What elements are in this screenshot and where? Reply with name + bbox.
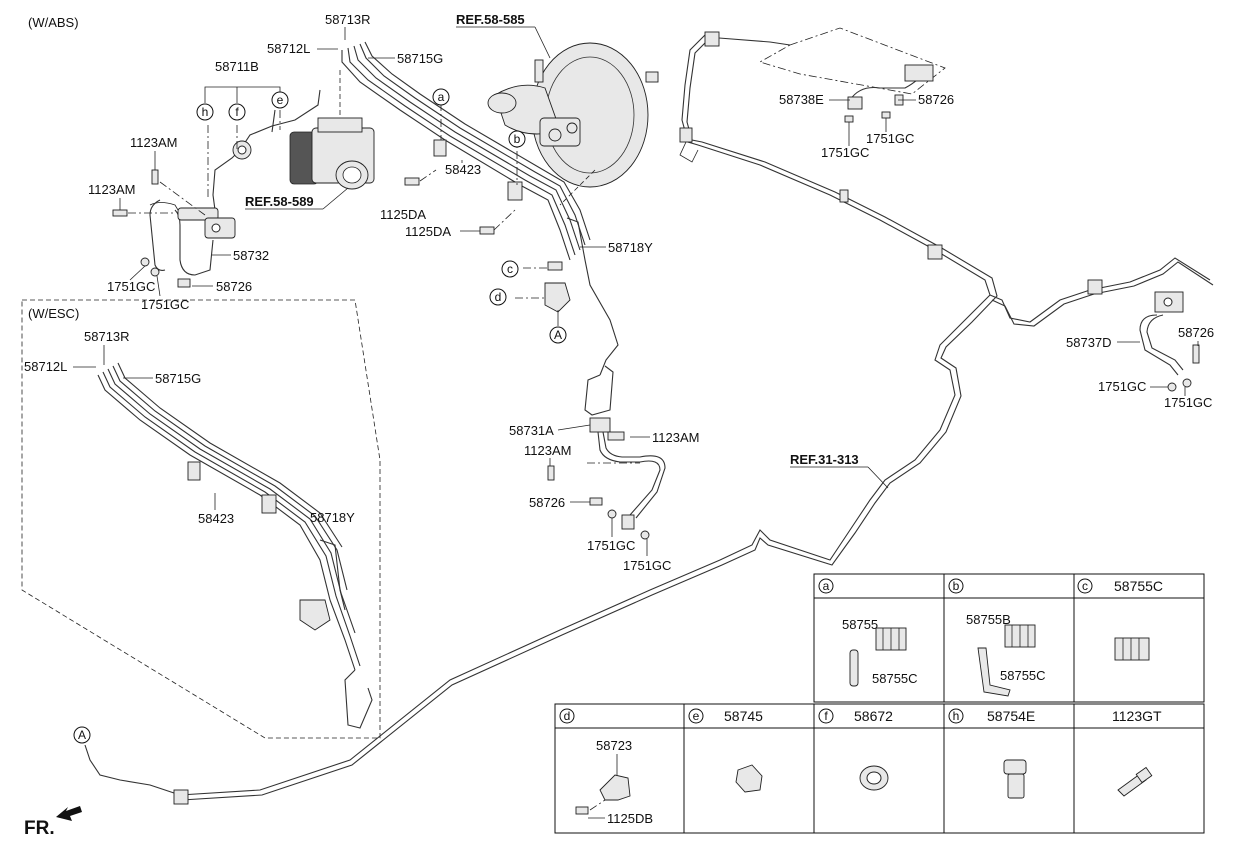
esc-label-58718Y: 58718Y xyxy=(310,510,355,525)
label-1751GC-left2: 1751GC xyxy=(141,297,189,312)
esc-label-58715G: 58715G xyxy=(155,371,201,386)
legend-d-letter: d xyxy=(564,709,571,723)
label-58726-upper-right: 58726 xyxy=(918,92,954,107)
label-1125DA-2: 1125DA xyxy=(405,224,451,239)
esc-panel-border xyxy=(21,299,381,739)
label-1123AM-fr2: 1123AM xyxy=(524,443,571,458)
label-58738E: 58738E xyxy=(779,92,824,107)
label-1123AM-top: 1123AM xyxy=(130,135,177,150)
marker-e: e xyxy=(277,93,284,107)
callout-labels: 58713R 58712L 58715G 58711B 1123AM 1123A… xyxy=(24,12,1214,573)
front-left-hose xyxy=(112,89,321,288)
legend-h-letter: h xyxy=(953,709,960,723)
legend-c-part: 58755C xyxy=(1114,578,1163,594)
ref-58-589: REF.58-589 xyxy=(245,194,314,209)
marker-c: c xyxy=(507,262,513,276)
front-direction-label: FR. xyxy=(24,818,55,839)
label-58731A: 58731A xyxy=(509,423,554,438)
label-1123AM-fr1: 1123AM xyxy=(652,430,699,445)
legend-b-part2: 58755C xyxy=(1000,668,1046,683)
marker-b: b xyxy=(514,132,521,146)
legend-g-part: 1123GT xyxy=(1112,708,1162,724)
parts-legend-table: a b c 58755C 58755 58755C 58755B 58755C … xyxy=(554,573,1205,834)
esc-lines xyxy=(97,362,373,729)
legend-f-part: 58672 xyxy=(854,708,893,724)
label-58715G: 58715G xyxy=(397,51,443,66)
esc-label: (W/ESC) xyxy=(28,306,79,321)
marker-a: a xyxy=(438,90,445,104)
label-1751GC-r1: 1751GC xyxy=(1098,379,1146,394)
label-1751GC-ur1: 1751GC xyxy=(866,131,914,146)
legend-h-part: 58754E xyxy=(987,708,1035,724)
front-right-hose xyxy=(547,417,666,540)
ref-58-585: REF.58-585 xyxy=(456,12,525,27)
label-1751GC-fr1: 1751GC xyxy=(587,538,635,553)
legend-d-part1: 58723 xyxy=(596,738,632,753)
label-58712L: 58712L xyxy=(267,41,310,56)
legend-b-letter: b xyxy=(953,579,960,593)
abs-label: (W/ABS) xyxy=(28,15,79,30)
label-58711B: 58711B xyxy=(215,59,259,74)
circle-markers: a b c d e f h A A xyxy=(73,88,567,744)
esc-label-58713R: 58713R xyxy=(84,329,130,344)
marker-A-bottom: A xyxy=(78,728,86,742)
legend-a-letter: a xyxy=(823,579,830,593)
ref-31-313: REF.31-313 xyxy=(790,452,859,467)
label-1125DA-1: 1125DA xyxy=(380,207,426,222)
label-1751GC-r2: 1751GC xyxy=(1164,395,1212,410)
legend-e-letter: e xyxy=(693,709,700,723)
label-58726-fr: 58726 xyxy=(529,495,565,510)
label-1751GC-left1: 1751GC xyxy=(107,279,155,294)
brake-booster xyxy=(487,42,659,206)
label-1751GC-ur2: 1751GC xyxy=(821,145,869,160)
marker-d: d xyxy=(495,290,502,304)
legend-a-part2: 58755C xyxy=(872,671,918,686)
label-1123AM-mid: 1123AM xyxy=(88,182,135,197)
main-brake-lines xyxy=(341,41,619,416)
esc-label-58712L: 58712L xyxy=(24,359,67,374)
label-58713R: 58713R xyxy=(325,12,371,27)
marker-A-top: A xyxy=(554,328,562,342)
legend-f-letter: f xyxy=(824,709,828,723)
label-58423: 58423 xyxy=(445,162,481,177)
label-58726-right: 58726 xyxy=(1178,325,1214,340)
front-arrow-icon xyxy=(56,806,82,821)
legend-d-part2: 1125DB xyxy=(607,811,653,826)
legend-e-part: 58745 xyxy=(724,708,763,724)
rear-hose-upper xyxy=(758,27,946,123)
legend-c-letter: c xyxy=(1082,579,1088,593)
line-brackets xyxy=(404,103,571,326)
label-1751GC-fr2: 1751GC xyxy=(623,558,671,573)
label-58718Y: 58718Y xyxy=(608,240,653,255)
legend-a-part1: 58755 xyxy=(842,617,878,632)
label-58737D: 58737D xyxy=(1066,335,1112,350)
legend-b-part1: 58755B xyxy=(966,612,1011,627)
rear-hose-lower xyxy=(1139,291,1200,392)
esc-label-58423: 58423 xyxy=(198,511,234,526)
marker-h: h xyxy=(202,105,209,119)
abs-module xyxy=(289,70,375,190)
label-58726-left: 58726 xyxy=(216,279,252,294)
marker-f: f xyxy=(235,105,239,119)
rear-brake-lines xyxy=(179,31,1214,801)
label-58732: 58732 xyxy=(233,248,269,263)
